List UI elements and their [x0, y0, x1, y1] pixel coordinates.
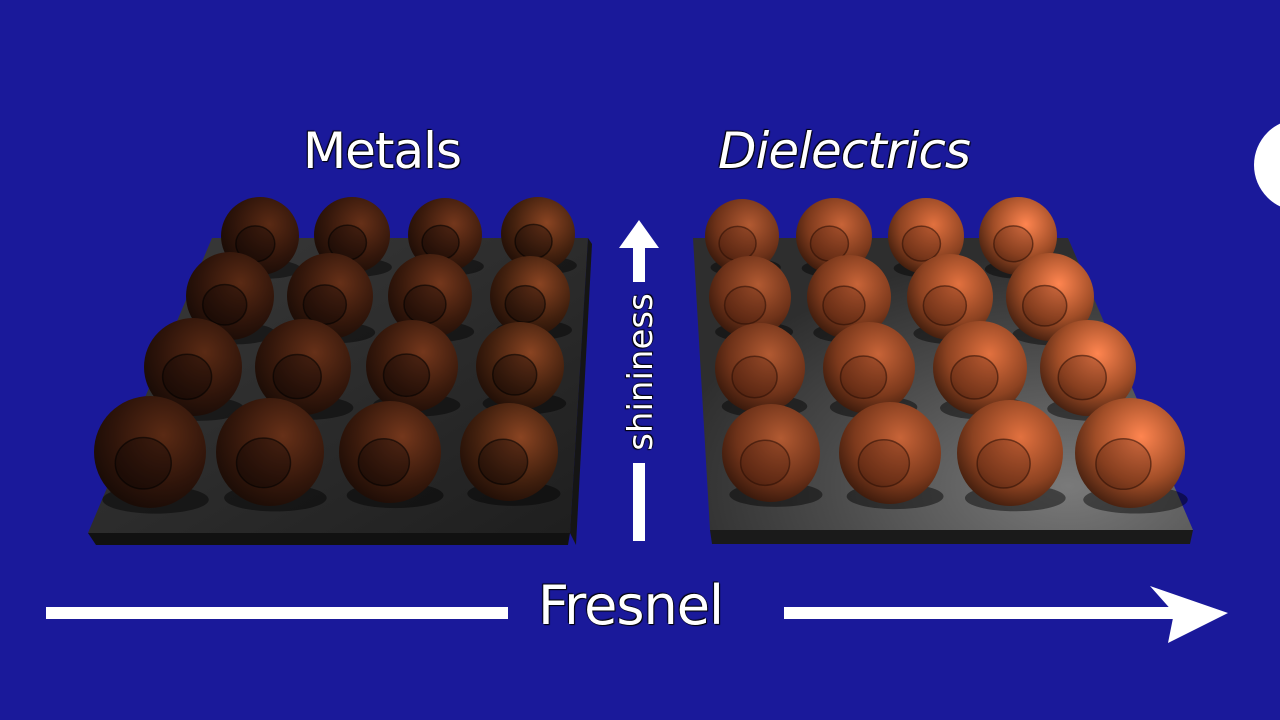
dielectric-sphere-grid [705, 197, 1188, 514]
dielectric-sphere-cut-disc [731, 355, 778, 399]
metal-sphere-cut-disc [403, 284, 447, 325]
metal-sphere-cut-disc [161, 353, 213, 401]
dielectric-sphere-cut-disc [1057, 354, 1107, 401]
dielectric-sphere-cut-disc [739, 439, 791, 487]
dielectrics-title: Dielectrics [718, 122, 971, 180]
metal-sphere-cut-disc [201, 283, 248, 326]
metal-sphere-cut-disc [235, 437, 292, 489]
metal-sphere-cut-disc [504, 284, 546, 324]
dielectric-sphere-cut-disc [922, 285, 968, 327]
dielectric-sphere-cut-disc [976, 438, 1031, 489]
dielectric-sphere-cut-disc [950, 355, 999, 400]
shininess-axis-label: shininess [621, 293, 661, 451]
metal-sphere-cut-disc [514, 223, 553, 260]
metals-title: Metals [303, 122, 462, 180]
metal-sphere-cut-disc [272, 353, 322, 400]
metal-sphere-cut-disc [302, 284, 348, 326]
fresnel-axis-label: Fresnel [538, 574, 724, 637]
metal-sphere-cut-disc [477, 438, 529, 486]
fresnel-arrow [46, 586, 1228, 643]
shininess-arrow [619, 220, 659, 541]
dielectric-sphere-cut-disc [723, 285, 767, 325]
dielectric-sphere-cut-disc [857, 438, 911, 488]
edge-circle-shape [1254, 123, 1280, 207]
metal-sphere-cut-disc [491, 353, 538, 396]
dielectric-sphere-cut-disc [839, 355, 888, 400]
metal-sphere-cut-disc [382, 353, 431, 398]
metal-sphere-cut-disc [114, 436, 173, 490]
dielectric-sphere-cut-disc [901, 225, 942, 262]
dielectric-sphere-cut-disc [822, 285, 866, 326]
metal-sphere-cut-disc [357, 437, 411, 487]
metal-sphere-grid [94, 197, 577, 514]
dielectric-sphere-cut-disc [718, 225, 757, 262]
dielectric-sphere-cut-disc [1095, 437, 1152, 491]
dielectric-sphere-cut-disc [993, 225, 1034, 263]
dielectric-sphere-cut-disc [1021, 284, 1068, 327]
